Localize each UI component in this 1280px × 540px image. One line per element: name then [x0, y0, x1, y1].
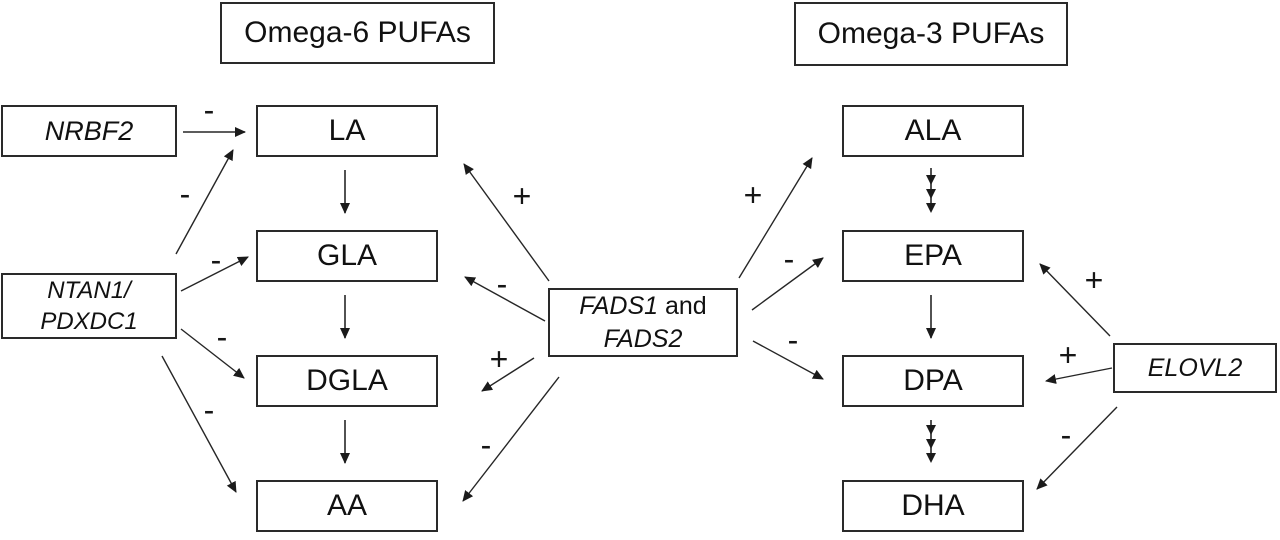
edge-fads-epa — [751, 257, 824, 311]
gene-fads1-part: FADS1 — [579, 292, 659, 320]
sign-elovl2-dpa: + — [1058, 337, 1078, 373]
sign-elovl2-epa: + — [1084, 262, 1104, 298]
sign-ntan1-dgla: - — [216, 319, 228, 355]
sign-fads-gla: - — [496, 266, 508, 302]
sign-fads-aa: - — [480, 427, 492, 463]
metabolite-gla: GLA — [256, 230, 438, 282]
sign-fads-dgla: + — [489, 341, 509, 377]
sign-ntan1-aa: - — [203, 392, 215, 428]
sign-fads-epa: - — [783, 241, 795, 277]
edge-elovl2-dpa — [1045, 367, 1113, 384]
edge-fads-la — [463, 163, 550, 282]
metabolite-epa: EPA — [842, 230, 1024, 282]
metabolite-dpa-label: DPA — [903, 364, 963, 397]
metabolite-epa-label: EPA — [904, 239, 962, 272]
gene-fads-and: and — [664, 292, 707, 320]
omega6-header-label: Omega-6 PUFAs — [244, 16, 471, 49]
omega6-header: Omega-6 PUFAs — [220, 2, 495, 64]
sign-ntan1-la: - — [179, 176, 191, 212]
omega3-header-label: Omega-3 PUFAs — [817, 17, 1045, 50]
gene-fads2-part: FADS2 — [603, 324, 683, 353]
gene-fads-label: FADS1 and FADS2 — [579, 290, 706, 355]
sign-nrbf2-la: - — [203, 92, 215, 128]
multi-arrow-dpa-dha — [926, 420, 936, 463]
metabolite-gla-label: GLA — [316, 239, 378, 272]
edge-fads-gla — [464, 276, 546, 322]
metabolite-ala-label: ALA — [904, 114, 962, 147]
multi-arrow-ala-epa — [926, 168, 936, 213]
sign-ntan1-gla: - — [210, 242, 222, 278]
gene-ntan1-pdxdc1-label: NTAN1/ PDXDC1 — [40, 275, 137, 337]
edge-fads-dgla — [481, 357, 535, 392]
edge-ntan1-pdxdc1-dgla — [180, 328, 245, 379]
edge-elovl2-epa — [1039, 263, 1111, 337]
metabolite-dha-label: DHA — [901, 489, 965, 522]
edge-ntan1-pdxdc1-aa — [161, 355, 237, 493]
metabolite-ala: ALA — [842, 105, 1024, 157]
metabolite-la: LA — [256, 105, 438, 157]
gene-ntan1-pdxdc1: NTAN1/ PDXDC1 — [1, 273, 177, 339]
edge-fads-dpa — [752, 340, 824, 380]
gene-pdxdc1-line2: PDXDC1 — [40, 308, 138, 335]
sign-fads-la: + — [512, 178, 532, 214]
metabolite-dgla-label: DGLA — [306, 364, 388, 397]
metabolite-dgla: DGLA — [256, 355, 438, 407]
sign-fads-ala: + — [743, 177, 763, 213]
metabolite-la-label: LA — [328, 114, 366, 147]
metabolite-aa: AA — [256, 480, 438, 532]
gene-ntan1-line1: NTAN1/ — [47, 276, 131, 304]
metabolite-dha: DHA — [842, 480, 1024, 532]
gene-nrbf2-label: NRBF2 — [44, 115, 134, 146]
omega3-header: Omega-3 PUFAs — [794, 2, 1068, 66]
gene-elovl2-label: ELOVL2 — [1147, 354, 1243, 382]
gene-elovl2: ELOVL2 — [1113, 343, 1277, 393]
gene-fads1-fads2: FADS1 and FADS2 — [548, 288, 738, 357]
sign-fads-dpa: - — [787, 322, 799, 358]
edge-ntan1-pdxdc1-la — [175, 149, 234, 255]
gene-nrbf2: NRBF2 — [1, 105, 177, 157]
edge-fads-aa — [462, 376, 560, 502]
metabolite-aa-label: AA — [326, 489, 368, 522]
metabolite-dpa: DPA — [842, 355, 1024, 407]
sign-elovl2-dha: - — [1060, 417, 1072, 453]
edge-fads-ala — [738, 157, 813, 279]
edge-ntan1-pdxdc1-gla — [180, 256, 249, 292]
edge-elovl2-dha — [1036, 406, 1118, 490]
